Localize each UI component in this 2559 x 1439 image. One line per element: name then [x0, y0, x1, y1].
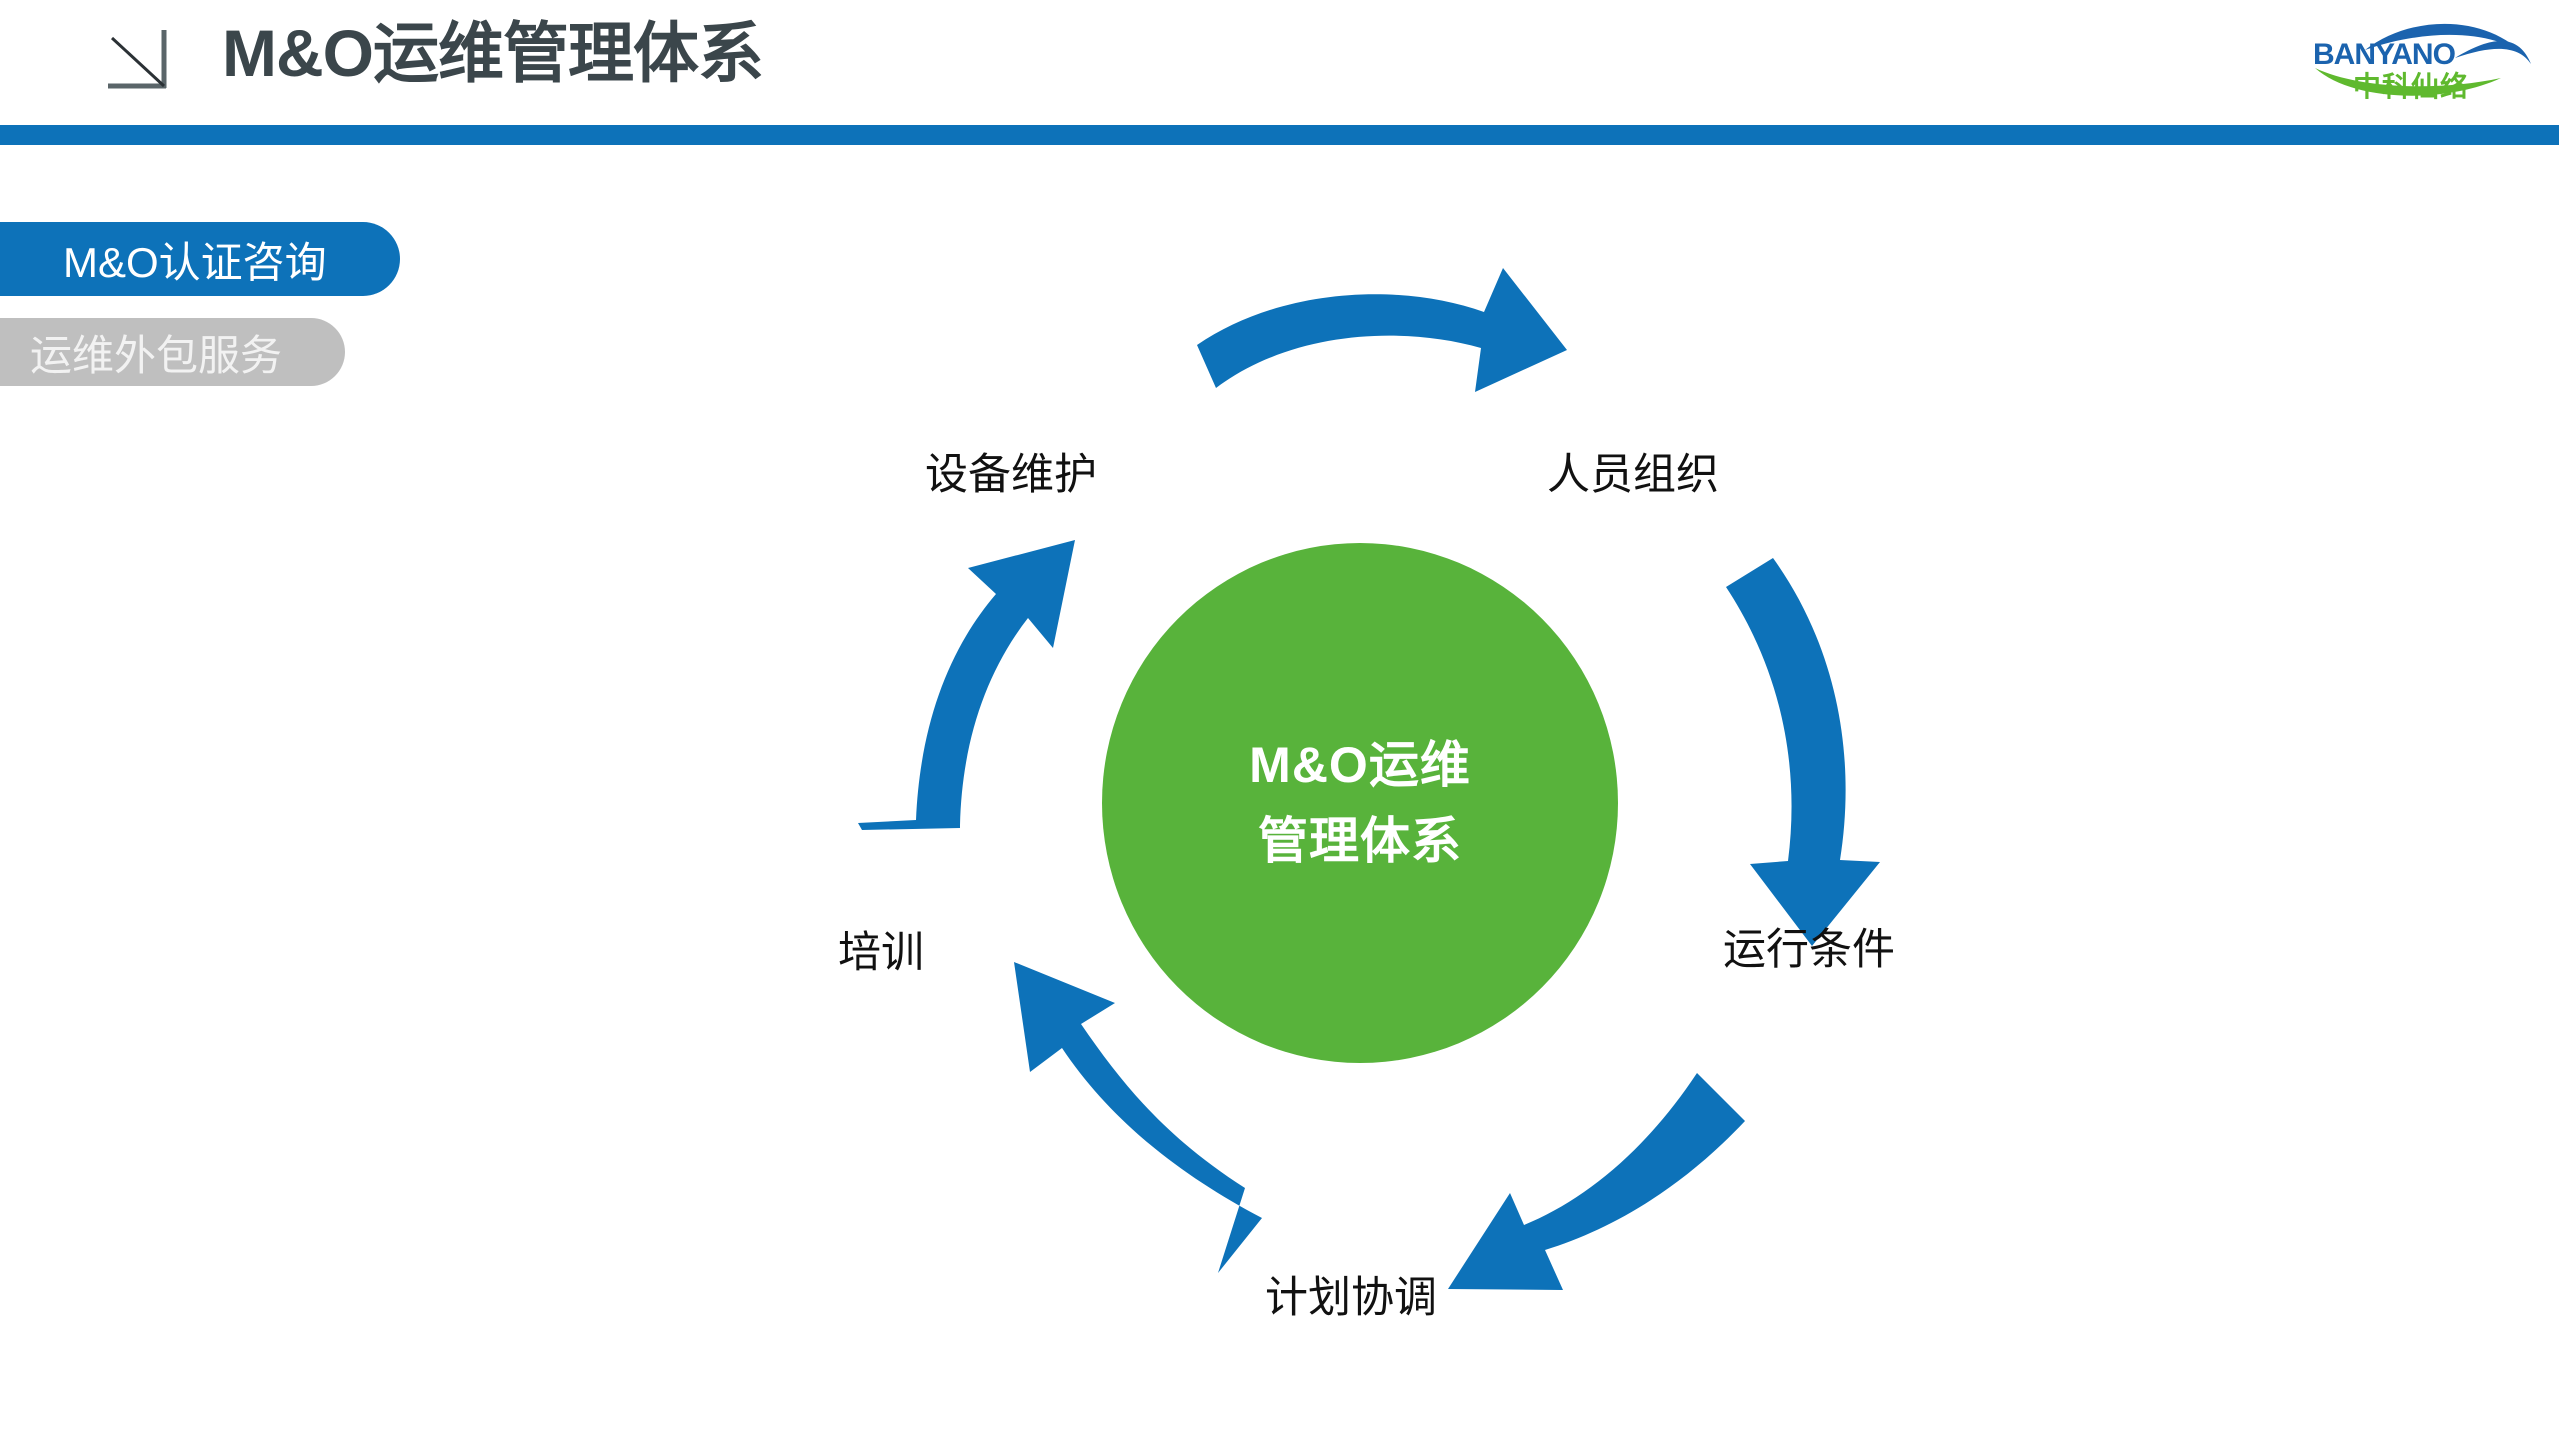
- diagram-node-training: 培训: [838, 929, 924, 977]
- sidebar-item-label: M&O认证咨询: [63, 238, 327, 286]
- center-label-line1: M&O运维: [1249, 737, 1471, 793]
- brand-logo: BANYANO 中科仙络: [2305, 6, 2537, 110]
- sidebar-item-operations-outsourcing[interactable]: 运维外包服务: [0, 318, 345, 386]
- arrow-top-icon: [1197, 268, 1567, 392]
- svg-text:中科仙络: 中科仙络: [2353, 70, 2469, 102]
- arrow-right-icon: [1726, 558, 1880, 946]
- page-title: M&O运维管理体系: [222, 16, 764, 90]
- sidebar-item-certification-consulting[interactable]: M&O认证咨询: [0, 222, 400, 296]
- diagram-node-plan-coordination: 计划协调: [1265, 1274, 1437, 1322]
- diagram-center-node: M&O运维 管理体系: [1102, 543, 1618, 1063]
- svg-text:BANYANO: BANYANO: [2313, 38, 2456, 71]
- sidebar-item-label: 运维外包服务: [30, 331, 283, 379]
- arrow-bottom-right-icon: [1448, 1073, 1745, 1290]
- center-label-line2: 管理体系: [1258, 813, 1462, 869]
- diagram-node-equipment-maintenance: 设备维护: [925, 451, 1097, 499]
- header-accent-bar: [0, 125, 2559, 145]
- diagram-node-people: 人员组织: [1547, 451, 1719, 499]
- diagram-node-operating-conditions: 运行条件: [1723, 926, 1895, 974]
- corner-arrow-icon: [60, 14, 170, 94]
- arrow-left-icon: [858, 540, 1075, 830]
